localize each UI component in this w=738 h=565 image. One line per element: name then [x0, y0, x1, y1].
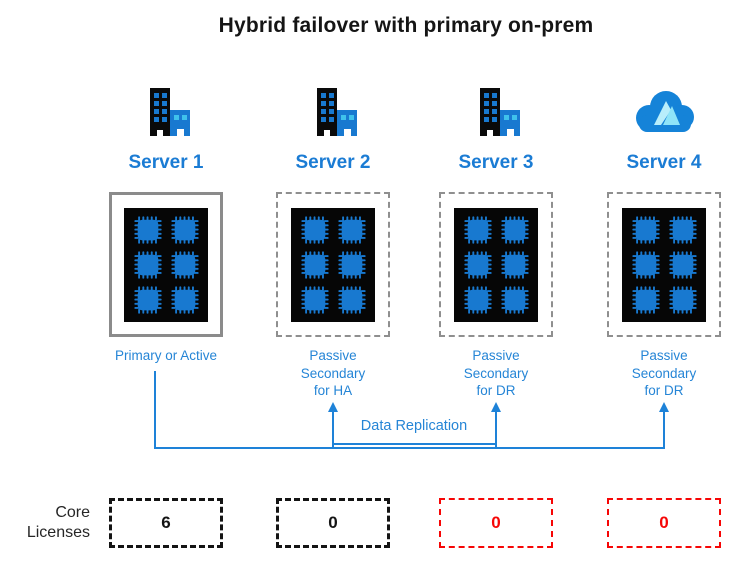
replication-bracket-line — [332, 443, 497, 445]
license-count-value: 0 — [659, 513, 669, 532]
license-count-box-server4: 0 — [607, 498, 721, 548]
cpu-chip-icon — [631, 250, 660, 279]
server-box-passive — [276, 192, 390, 337]
server-role-label: Passive Secondary for DR — [463, 348, 529, 399]
arrow-up-server2 — [328, 402, 338, 412]
cpu-chip-icon — [463, 250, 492, 279]
arrow-stem-server3 — [495, 411, 497, 447]
server-column-3: Server 3 Passive Secondary for DR — [413, 84, 579, 400]
office-building-icon — [304, 84, 362, 138]
server-name: Server 1 — [128, 152, 204, 173]
office-building-icon — [137, 84, 195, 138]
arrow-stem-server4 — [663, 411, 665, 447]
cpu-chip-icon — [463, 285, 492, 314]
cpu-chip-icon — [500, 215, 529, 244]
arrow-up-server4 — [659, 402, 669, 412]
server-role-label: Passive Secondary for HA — [300, 348, 366, 399]
cpu-chip-icon — [668, 215, 697, 244]
core-licenses-label: Core Licenses — [0, 503, 90, 543]
arrow-up-server3 — [491, 402, 501, 412]
license-count-box-server3: 0 — [439, 498, 553, 548]
cpu-chip-icon — [500, 285, 529, 314]
cpu-panel — [124, 207, 208, 322]
cpu-chip-icon — [300, 250, 329, 279]
server-box-active — [109, 192, 223, 337]
cpu-chip-icon — [337, 250, 366, 279]
server-column-2: Server 2 Passive Secondary for HA — [250, 84, 416, 400]
cpu-chip-icon — [500, 250, 529, 279]
cpu-panel — [454, 207, 538, 322]
cpu-panel — [622, 207, 706, 322]
cpu-chip-icon — [631, 215, 660, 244]
diagram-title: Hybrid failover with primary on-prem — [218, 14, 594, 37]
license-count-value: 0 — [328, 513, 338, 532]
server-box-passive — [607, 192, 721, 337]
arrow-stem-server2 — [332, 411, 334, 447]
office-building-icon — [467, 84, 525, 138]
license-count-box-server1: 6 — [109, 498, 223, 548]
server-name: Server 3 — [458, 152, 534, 173]
cpu-chip-icon — [668, 250, 697, 279]
server-name: Server 4 — [626, 152, 702, 173]
cpu-chip-icon — [631, 285, 660, 314]
azure-cloud-icon — [627, 84, 701, 138]
cpu-chip-icon — [337, 285, 366, 314]
cpu-chip-icon — [170, 215, 199, 244]
cpu-chip-icon — [337, 215, 366, 244]
cpu-chip-icon — [133, 250, 162, 279]
cpu-chip-icon — [463, 215, 492, 244]
cpu-panel — [291, 207, 375, 322]
cpu-chip-icon — [300, 285, 329, 314]
server-name: Server 2 — [295, 152, 371, 173]
core-licenses-line1: Core — [55, 504, 90, 521]
data-replication-label: Data Replication — [360, 418, 468, 434]
server-column-4: Server 4 Passive Secondary for DR — [581, 84, 738, 400]
replication-main-line — [154, 447, 665, 449]
core-licenses-line2: Licenses — [26, 524, 90, 541]
cpu-chip-icon — [133, 285, 162, 314]
cpu-chip-icon — [133, 215, 162, 244]
server-role-label: Primary or Active — [114, 348, 218, 363]
server-box-passive — [439, 192, 553, 337]
license-count-value: 0 — [491, 513, 501, 532]
cpu-chip-icon — [170, 250, 199, 279]
primary-downlink-line — [154, 371, 156, 449]
server-column-1: Server 1 Primary or Active — [83, 84, 249, 365]
cpu-chip-icon — [170, 285, 199, 314]
server-role-label: Passive Secondary for DR — [631, 348, 697, 399]
license-count-value: 6 — [161, 513, 171, 532]
cpu-chip-icon — [668, 285, 697, 314]
cpu-chip-icon — [300, 215, 329, 244]
license-count-box-server2: 0 — [276, 498, 390, 548]
